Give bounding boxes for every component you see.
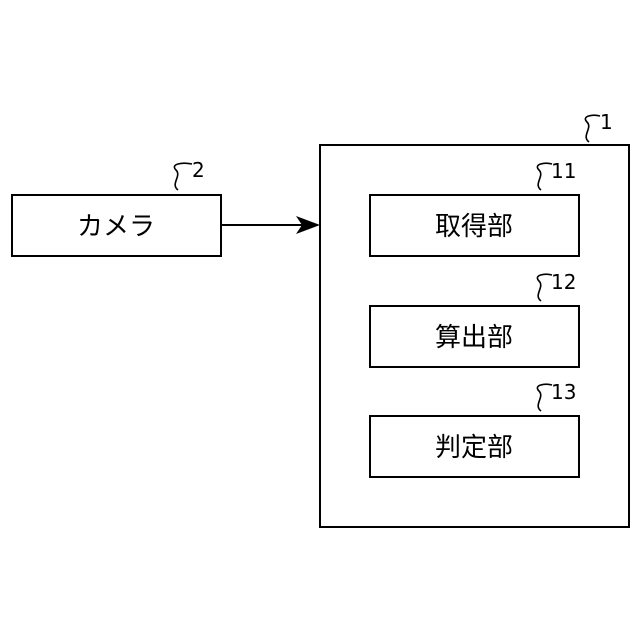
determination-unit-label: 判定部 <box>435 433 513 463</box>
camera-to-device-arrow <box>221 216 320 234</box>
acquisition-unit-ref-number: 11 <box>551 159 576 183</box>
device-block: 1 取得部 11 算出部 12 判定部 13 <box>320 110 629 527</box>
camera-ref-number: 2 <box>192 158 205 182</box>
calculation-unit-label: 算出部 <box>435 323 513 353</box>
acquisition-unit-label: 取得部 <box>435 212 513 242</box>
determination-unit-ref-number: 13 <box>551 380 576 404</box>
camera-ref-leader <box>174 163 192 190</box>
camera-label: カメラ <box>77 212 155 242</box>
device-ref-number: 1 <box>600 110 613 134</box>
camera-block: カメラ 2 <box>12 158 221 256</box>
calculation-unit-ref-number: 12 <box>551 270 576 294</box>
device-ref-leader <box>585 115 600 142</box>
